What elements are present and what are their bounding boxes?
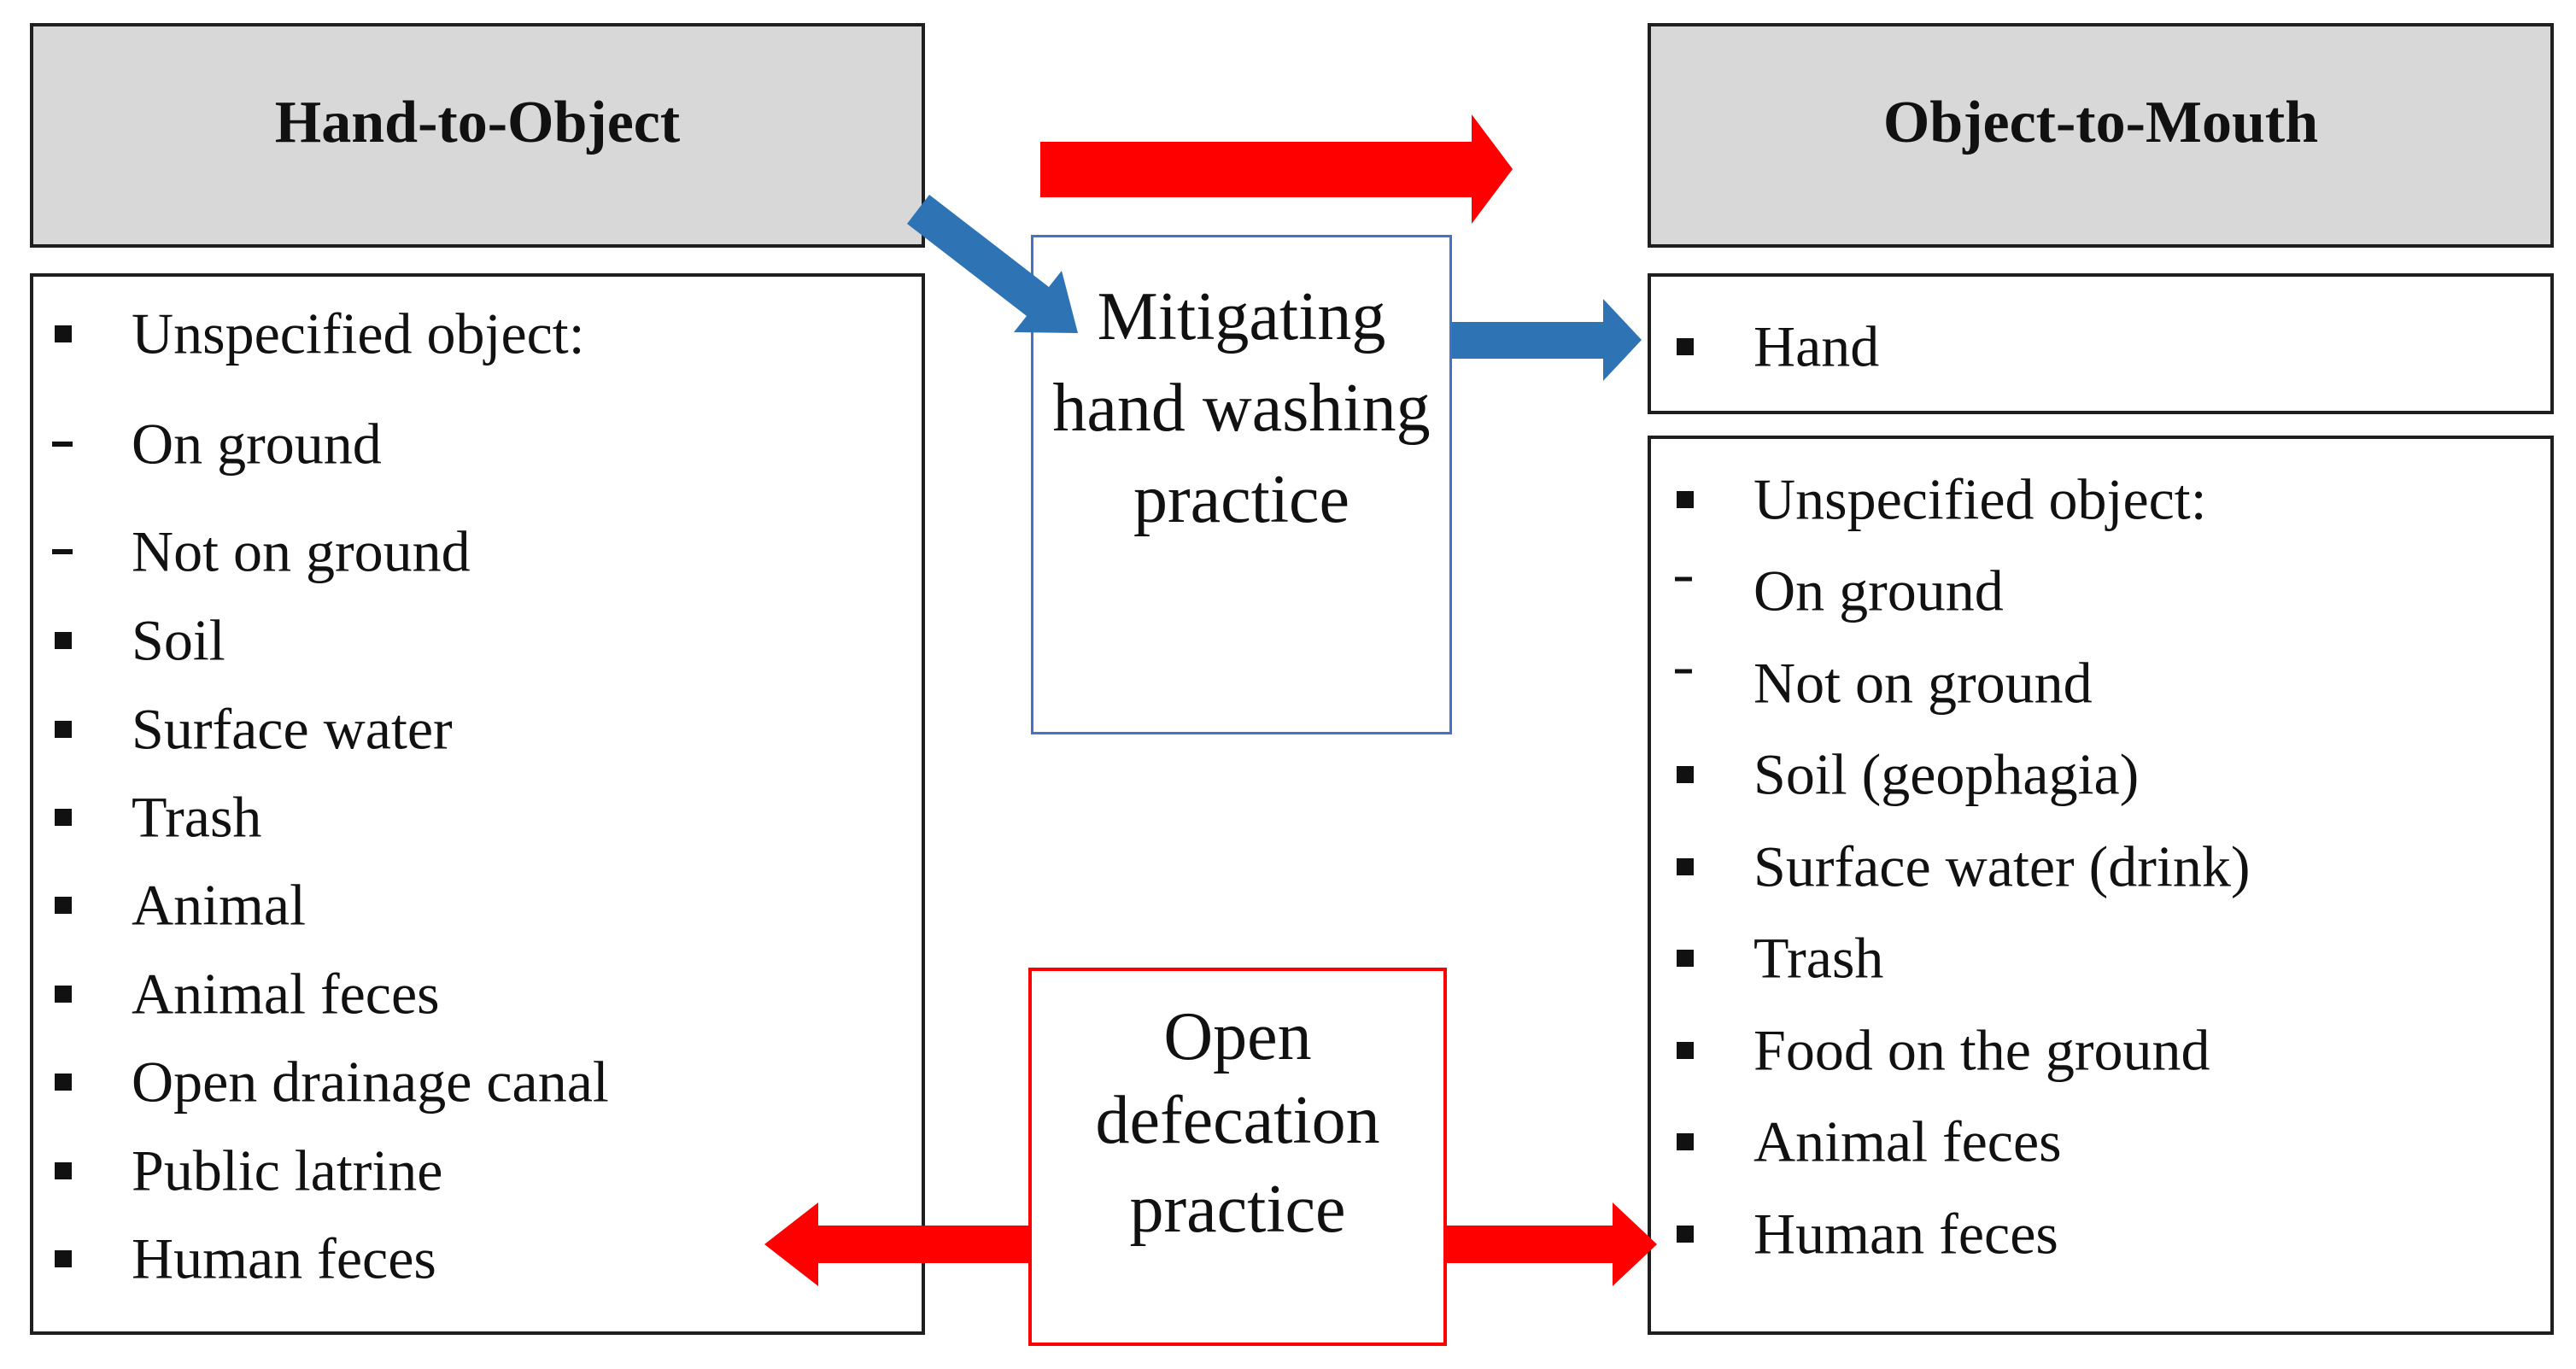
mitigating-box-line: Mitigating [1097,278,1386,354]
list-item: Soil [33,598,922,683]
bullet-icon [1677,338,1694,355]
open-defecation-to-mouth-objects-arrow-icon [1445,1202,1657,1286]
list-item: Soil (geophagia) [1651,732,2550,817]
list-item: On ground [1651,548,2550,634]
dash-icon [1675,669,1692,674]
object-to-mouth-header: Object-to-Mouth [1648,23,2554,248]
bullet-icon [55,986,72,1003]
list-item: Food on the ground [1651,1008,2550,1093]
mitigating-hand-washing-box: Mitigating hand washing practice [1031,235,1452,734]
dash-icon [52,442,73,447]
bullet-icon [55,809,72,826]
hand-to-object-to-mouth-arrow-icon [1040,114,1513,224]
list-item: Animal [33,863,922,948]
list-item: Surface water [33,687,922,772]
bullet-icon [1677,858,1694,875]
bullet-icon [55,632,72,649]
dash-icon [52,549,73,554]
hand-to-object-title: Hand-to-Object [274,89,681,155]
bullet-icon [55,721,72,738]
bullet-icon [55,1074,72,1091]
list-item: Not on ground [1651,641,2550,726]
list-item: Trash [1651,916,2550,1001]
list-item: Animal feces [1651,1099,2550,1185]
bullet-icon [1677,1042,1694,1059]
list-item: Surface water (drink) [1651,824,2550,910]
list-item: Hand [1651,304,2550,389]
bullet-icon [55,1250,72,1267]
list-item: On ground [33,401,922,487]
list-item: Public latrine [33,1128,922,1214]
mitigation-to-hand-arrow-icon [1452,299,1642,381]
hand-to-object-header: Hand-to-Object [30,23,925,248]
bullet-icon [55,1162,72,1179]
list-item: Unspecified object: [1651,457,2550,542]
list-item: Human feces [33,1216,922,1302]
list-item: Human feces [1651,1191,2550,1277]
bullet-icon [1677,491,1694,508]
list-item: Trash [33,775,922,860]
hand-to-object-list: Unspecified object: On ground Not on gro… [30,273,925,1335]
bullet-icon [1677,950,1694,967]
list-item: Not on ground [33,509,922,594]
bullet-icon [55,897,72,914]
open-defecation-box-line: Open [1163,998,1312,1074]
open-defecation-box-line: defecation [1095,1082,1380,1158]
object-to-mouth-list: Unspecified object: On ground Not on gro… [1648,436,2554,1335]
mitigating-box-line: practice [1133,461,1350,537]
open-defecation-box-line: practice [1129,1171,1346,1247]
bullet-icon [1677,1133,1694,1150]
bullet-icon [55,325,72,342]
bullet-icon [1677,766,1694,783]
list-item: Open drainage canal [33,1039,922,1125]
open-defecation-box: Open defecation practice [1028,968,1447,1346]
bullet-icon [1677,1226,1694,1243]
dash-icon [1675,576,1692,582]
hand-box: Hand [1648,273,2554,414]
list-item: Animal feces [33,951,922,1037]
mitigating-box-line: hand washing [1052,370,1431,446]
object-to-mouth-title: Object-to-Mouth [1882,89,2319,155]
list-item: Unspecified object: [33,291,922,377]
